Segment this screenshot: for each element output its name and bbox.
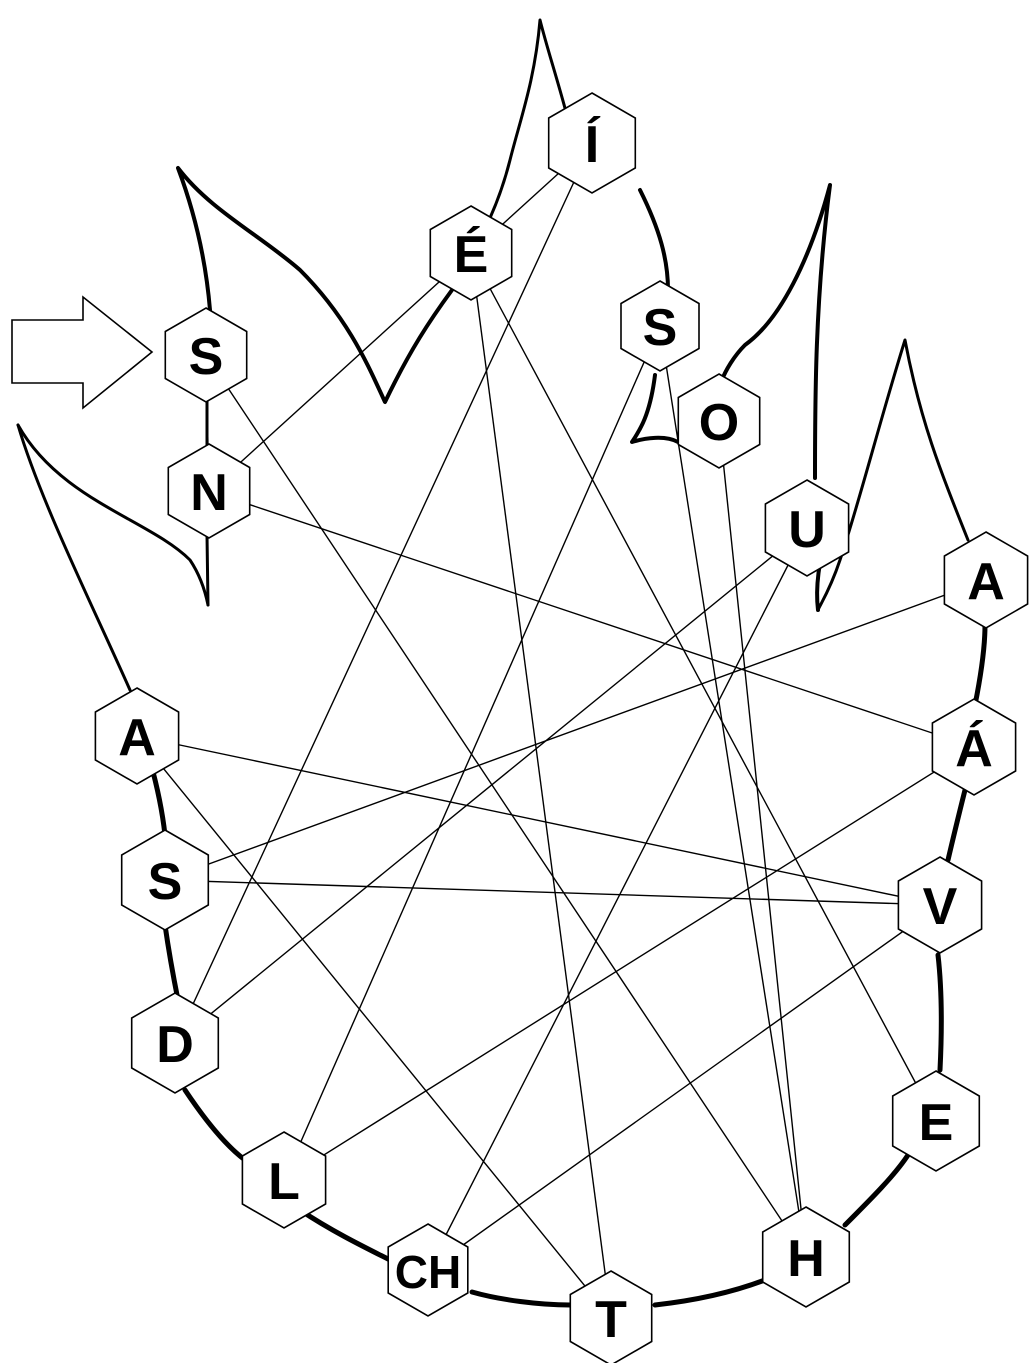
letter-s2: S: [643, 299, 678, 357]
letter-h: H: [787, 1230, 825, 1288]
connection-line-v-ch: [427, 904, 941, 1271]
letter-u: U: [788, 501, 826, 559]
hex-node-n[interactable]: N: [167, 443, 251, 539]
connection-lines: [136, 142, 987, 1319]
hex-node-t[interactable]: T: [569, 1270, 653, 1363]
letter-o: O: [699, 394, 739, 452]
letter-ch: CH: [395, 1246, 461, 1298]
connection-line-s1-h: [205, 354, 807, 1258]
hex-node-s3[interactable]: S: [120, 829, 210, 931]
connection-line-n-i_acute: [208, 142, 593, 492]
hex-node-e[interactable]: E: [891, 1070, 981, 1172]
hex-node-o[interactable]: O: [677, 373, 761, 469]
letter-i-acute: Í: [585, 116, 601, 174]
hex-node-i-acute[interactable]: Í: [547, 92, 637, 194]
letter-n: N: [190, 464, 228, 522]
letter-a-acute: Á: [955, 720, 993, 778]
connection-line-n-a_acute: [208, 490, 975, 748]
arrow-right-icon: [11, 295, 154, 410]
hex-node-ch[interactable]: CH: [387, 1223, 469, 1317]
letter-e-acute: É: [454, 226, 489, 284]
connection-line-a1-s3: [164, 579, 987, 881]
letter-a2: A: [118, 709, 156, 767]
hex-node-a1[interactable]: A: [943, 531, 1029, 629]
connection-line-a2-v: [136, 735, 941, 906]
hex-node-v[interactable]: V: [897, 856, 983, 954]
hex-node-s2[interactable]: S: [620, 280, 700, 372]
letter-a1: A: [967, 553, 1005, 611]
hex-node-a-acute[interactable]: Á: [931, 698, 1017, 796]
letter-t: T: [595, 1291, 627, 1349]
connection-line-i_acute-d: [174, 142, 593, 1044]
connection-line-a_acute-l: [283, 746, 975, 1181]
hex-node-e-acute[interactable]: É: [429, 205, 513, 301]
hex-node-l[interactable]: L: [241, 1131, 327, 1229]
connection-line-e_acute-t: [470, 252, 612, 1319]
connection-line-e_acute-e: [470, 252, 937, 1122]
hex-nodes: S N É Í S O U A Á V E H: [94, 92, 1029, 1363]
connection-line-a2-t: [136, 735, 612, 1319]
letter-d: D: [156, 1016, 194, 1074]
hex-node-d[interactable]: D: [130, 992, 220, 1094]
flame-outline: [16, 18, 988, 1308]
connection-line-o-h: [718, 420, 807, 1258]
connection-line-s2-l: [283, 325, 661, 1181]
hex-node-s1[interactable]: S: [164, 307, 248, 403]
letter-v: V: [923, 878, 958, 936]
connection-line-u-ch: [427, 527, 808, 1271]
letter-l: L: [268, 1153, 300, 1211]
connection-line-s3-v: [164, 879, 941, 906]
letter-s1: S: [189, 328, 224, 386]
hex-node-h[interactable]: H: [761, 1206, 851, 1308]
hex-node-a2[interactable]: A: [94, 687, 180, 785]
letter-s3: S: [148, 853, 183, 911]
connection-line-s2-h: [659, 325, 807, 1258]
hex-node-u[interactable]: U: [764, 479, 850, 577]
letter-e: E: [919, 1094, 954, 1152]
connection-line-u-d: [174, 527, 808, 1044]
